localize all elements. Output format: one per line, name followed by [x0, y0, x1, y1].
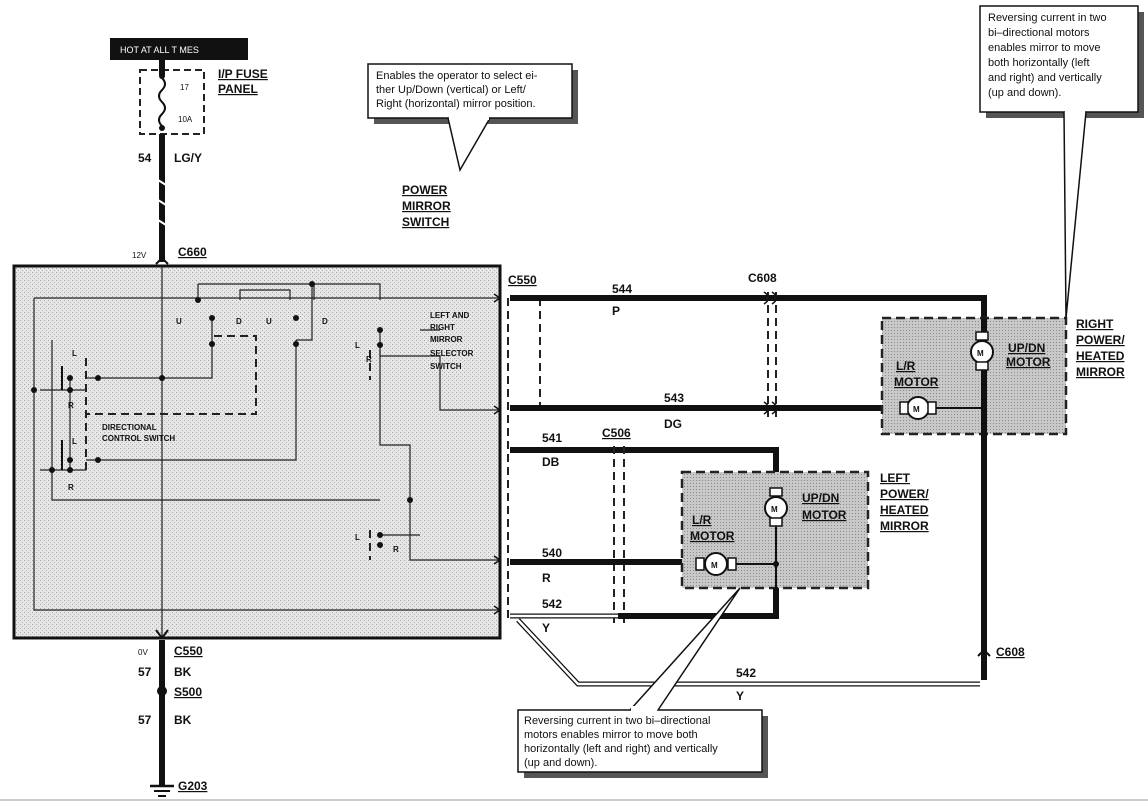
term-r-2: R: [68, 483, 74, 492]
fuse-icon: [158, 77, 166, 127]
connector-c608-bottom-icon: [977, 648, 991, 657]
connector-c608-top-outline: [767, 292, 777, 420]
ground-wire-1-color: BK: [174, 665, 192, 679]
right-note-callout: Reversing current in two bi–directional …: [979, 5, 1144, 319]
term-d-2: D: [322, 317, 328, 326]
ground-wire-2-color: BK: [174, 713, 192, 727]
wire-543: 543 DG: [510, 391, 900, 431]
left-mirror-title: LEFT POWER/ HEATED MIRROR: [880, 471, 932, 533]
connector-c506-outline: [613, 446, 625, 624]
right-note-text: Reversing current in two bi–directional …: [988, 12, 1110, 99]
wire-541-circuit: 541: [542, 431, 562, 445]
term-u-1: U: [176, 317, 182, 326]
right-mirror-assembly: M M UP/DN MOTOR L/R MOTOR: [880, 316, 1068, 680]
selector-switch-label: LEFT AND RIGHT MIRROR SELECTOR SWITCH: [430, 311, 476, 371]
wire-542b-circuit: 542: [736, 666, 756, 680]
wire-544-circuit: 544: [612, 282, 632, 296]
wire-542: 542 Y 542 Y: [510, 597, 980, 703]
bottom-note-callout: Reversing current in two bi–directional …: [517, 587, 768, 778]
left-lr-motor-icon: [704, 552, 728, 576]
wire-542b-color: Y: [736, 689, 744, 703]
term-u-2: U: [266, 317, 272, 326]
right-lr-motor-label: L/R MOTOR: [894, 359, 939, 389]
wire-541-color: DB: [542, 455, 560, 469]
power-mirror-switch-module: U D U D L R L R L R L R DIRECTIONAL CONT…: [12, 264, 502, 640]
power-mirror-switch-label: POWER MIRROR SWITCH: [402, 183, 454, 229]
connector-c550-top: C550: [508, 273, 537, 287]
left-lr-motor-label: L/R MOTOR: [690, 513, 735, 543]
term-r-4: R: [393, 545, 399, 554]
wire-540-circuit: 540: [542, 546, 562, 560]
fuse-number: 17: [180, 83, 189, 92]
connector-c660: C660: [178, 245, 207, 259]
directional-control-label-1: DIRECTIONAL: [102, 423, 157, 432]
hot-at-all-times-banner: HOT AT ALL T MES: [110, 38, 248, 60]
wire-543-circuit: 543: [664, 391, 684, 405]
module-output-arrows: [493, 293, 502, 615]
switch-note-callout: Enables the operator to select ei- ther …: [367, 63, 578, 173]
connector-c550-bottom-icon: [155, 629, 169, 640]
svg-text:M: M: [711, 561, 718, 570]
right-updn-motor-label: UP/DN MOTOR: [1006, 341, 1051, 369]
splice-s500-icon: [157, 686, 167, 696]
left-updn-motor-label: UP/DN MOTOR: [802, 491, 847, 522]
connector-c506: C506: [602, 426, 631, 440]
directional-control-label-2: CONTROL SWITCH: [102, 434, 175, 443]
wire-542-color: Y: [542, 621, 550, 635]
connector-c550-bottom: C550: [174, 644, 203, 658]
wire-544: 544 P: [510, 282, 987, 318]
wire-544-color: P: [612, 304, 620, 318]
term-r-1: R: [68, 401, 74, 410]
splice-s500: S500: [174, 685, 202, 699]
connector-c608-bottom: C608: [996, 645, 1025, 659]
svg-text:M: M: [977, 349, 984, 358]
left-mirror-common-wire: [618, 588, 779, 619]
fuse-panel-label-1: I/P FUSE: [218, 67, 268, 81]
connector-c660-icon: [155, 256, 169, 265]
ground-wire-1-circuit: 57: [138, 665, 152, 679]
svg-text:M: M: [913, 405, 920, 414]
fuse-panel: 17 10A: [139, 60, 205, 135]
term-l-3: L: [355, 341, 360, 350]
svg-text:M: M: [771, 505, 778, 514]
ground-icon: [150, 784, 174, 797]
ground-g203: G203: [178, 779, 208, 793]
term-l-1: L: [72, 349, 77, 358]
feed-wire-color: LG/Y: [174, 151, 202, 165]
wire-542-circuit: 542: [542, 597, 562, 611]
fuse-rating: 10A: [178, 115, 193, 124]
voltage-12v: 12V: [132, 251, 147, 260]
feed-wire-circuit: 54: [138, 151, 152, 165]
switch-note-text: Enables the operator to select ei- ther …: [376, 70, 541, 110]
term-l-4: L: [355, 533, 360, 542]
ground-wire-2-circuit: 57: [138, 713, 152, 727]
wire-540: 540 R: [510, 546, 692, 585]
hot-at-all-times-text: HOT AT ALL T MES: [120, 45, 199, 55]
feed-wire-54: 54 LG/Y: [138, 134, 202, 262]
right-mirror-title: RIGHT POWER/ HEATED MIRROR: [1076, 317, 1128, 379]
term-l-2: L: [72, 437, 77, 446]
voltage-0v: 0V: [138, 648, 148, 657]
wire-543-color: DG: [664, 417, 682, 431]
bottom-note-text: Reversing current in two bi–directional …: [524, 715, 721, 769]
connector-c608-top: C608: [748, 271, 777, 285]
term-d-1: D: [236, 317, 242, 326]
fuse-panel-label-2: PANEL: [218, 82, 258, 96]
term-r-3: R: [366, 355, 372, 364]
left-mirror-assembly: M M UP/DN MOTOR L/R MOTOR: [680, 470, 870, 616]
wire-540-color: R: [542, 571, 551, 585]
